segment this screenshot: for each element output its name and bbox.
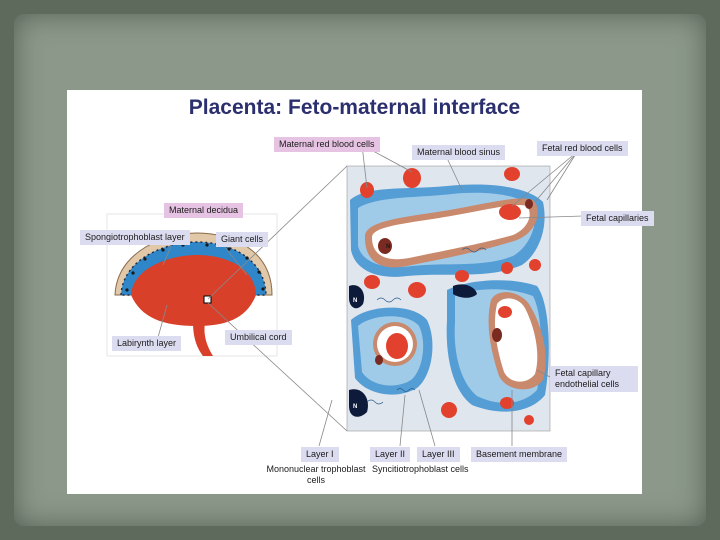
- slide-panel: Placenta: Feto-maternal interface: [67, 90, 642, 494]
- label-mononuclear-trophoblast: Mononuclear trophoblast cells: [257, 464, 375, 486]
- label-layer-3: Layer III: [417, 447, 460, 462]
- label-fetal-capillaries: Fetal capillaries: [581, 211, 654, 226]
- label-spongiotrophoblast-layer: Spongiotrophoblast layer: [80, 230, 190, 245]
- label-umbilical-cord: Umbilical cord: [225, 330, 292, 345]
- label-syncitiotrophoblast: Syncitiotrophoblast cells: [372, 464, 469, 475]
- label-fetal-capillary-endothelial: Fetal capillary endothelial cells: [550, 366, 638, 392]
- svg-text:N: N: [353, 298, 357, 304]
- label-maternal-red-blood-cells: Maternal red blood cells: [274, 137, 380, 152]
- label-basement-membrane: Basement membrane: [471, 447, 567, 462]
- svg-text:N: N: [353, 404, 357, 410]
- label-fetal-red-blood-cells: Fetal red blood cells: [537, 141, 628, 156]
- interface-detail: N N: [347, 166, 550, 431]
- label-layer-2: Layer II: [370, 447, 410, 462]
- label-maternal-decidua: Maternal decidua: [164, 203, 243, 218]
- label-layer-1: Layer I: [301, 447, 339, 462]
- label-labyrinth-layer: Labirynth layer: [112, 336, 181, 351]
- label-giant-cells: Giant cells: [216, 232, 268, 247]
- label-maternal-blood-sinus: Maternal blood sinus: [412, 145, 505, 160]
- nucleus-marker: N: [386, 242, 390, 253]
